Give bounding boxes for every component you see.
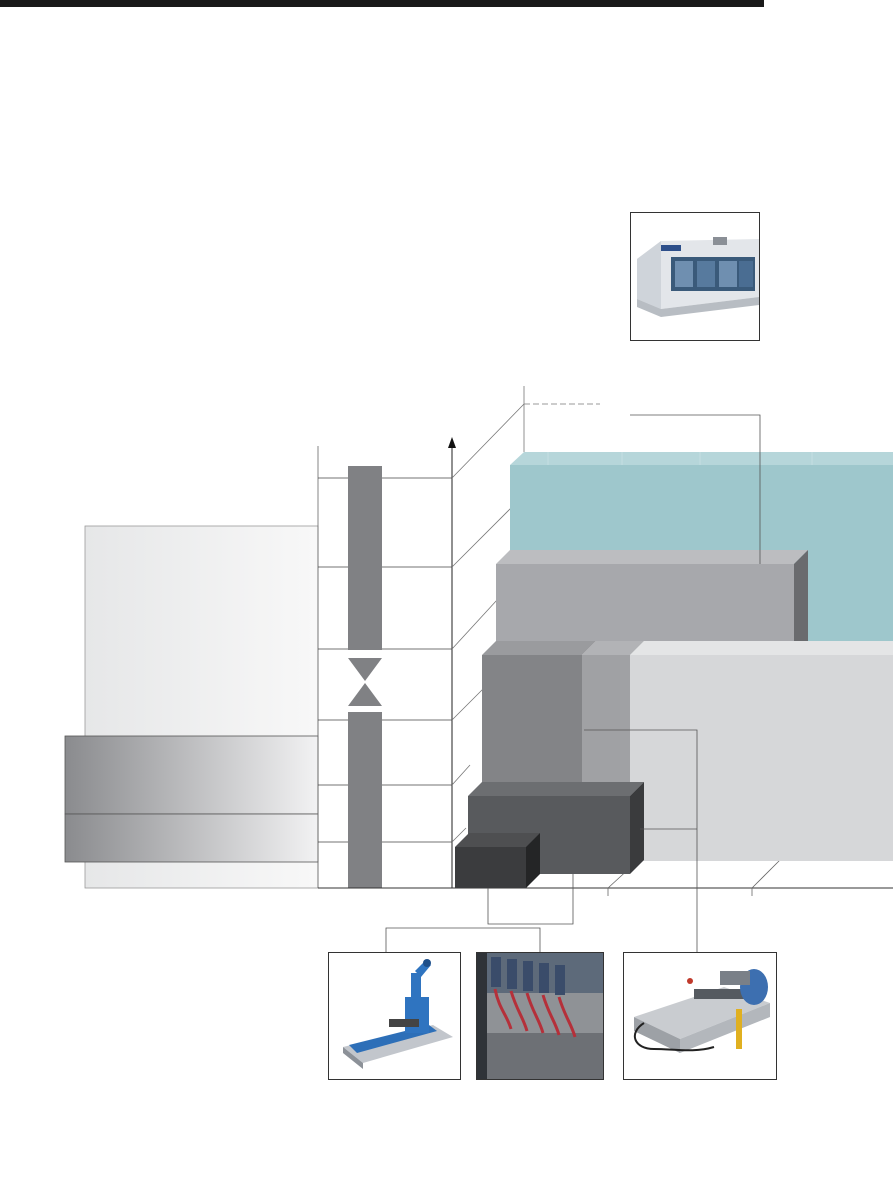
- arrow-up-icon: [448, 437, 456, 448]
- left-band-upper: [64, 735, 319, 815]
- perspective-lines: [451, 386, 600, 843]
- light-block: [630, 641, 893, 861]
- mid-block: [482, 641, 596, 786]
- left-band-lower: [64, 813, 319, 863]
- page-top-rule: [0, 0, 764, 7]
- mid-light-block: [582, 641, 644, 786]
- flame-cutter-photo: [623, 952, 777, 1080]
- range-bar-bottom: [348, 712, 382, 888]
- robot-welder-photo: [328, 952, 461, 1080]
- laser-machine-photo: [630, 212, 760, 341]
- connector-lines: [385, 414, 761, 952]
- axis-row-lines: [318, 477, 452, 843]
- plasma-cutter-photo: [476, 952, 604, 1080]
- range-bar-top: [348, 466, 382, 650]
- grey-block: [496, 550, 808, 641]
- darkest-block: [455, 833, 540, 888]
- hourglass-icon: [348, 658, 382, 706]
